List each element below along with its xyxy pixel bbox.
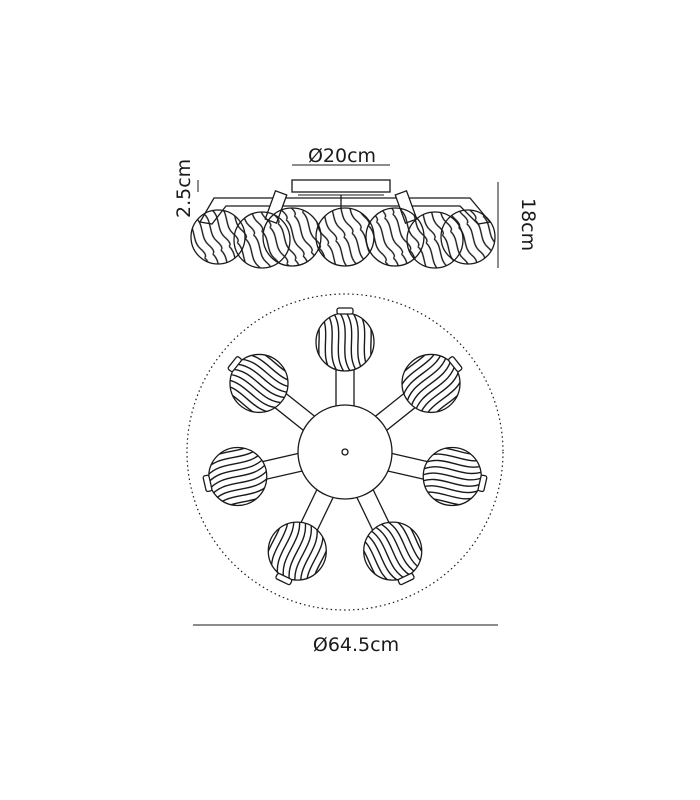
side-globe-1 <box>190 209 246 265</box>
canopy-diameter-label: Ø20cm <box>308 145 376 167</box>
plan-globe-swirl <box>363 522 422 581</box>
plan-globe-outline <box>401 353 461 414</box>
overall-diameter-circle <box>186 293 504 611</box>
plan-globe-cap <box>448 356 463 373</box>
canopy-side <box>291 179 391 193</box>
side-globe-6 <box>406 211 464 269</box>
plan-globe-cap <box>275 572 293 586</box>
side-globes <box>190 207 496 269</box>
side-globe-2 <box>233 211 291 269</box>
side-globe-7 <box>440 209 496 265</box>
plan-globe-cap <box>397 572 415 586</box>
plan-globe-cap <box>336 307 354 315</box>
plan-globe-outline <box>363 521 423 581</box>
plan-view: Ø64.5cm <box>186 293 504 656</box>
overall-height-label: 18cm <box>517 198 539 251</box>
canopy-depth-label: 2.5cm <box>173 159 195 218</box>
plan-globe-cap <box>202 474 213 493</box>
plan-globe-cap <box>227 356 242 373</box>
side-globe-4 <box>315 207 375 267</box>
plan-globe-outline <box>267 521 327 581</box>
side-globe-5 <box>365 207 425 267</box>
side-elevation-view: Ø20cm 2.5cm 18cm <box>173 145 539 269</box>
plan-globe-swirl <box>268 522 327 581</box>
plan-globe-outline <box>229 353 289 414</box>
center-screw <box>341 448 349 456</box>
plan-globe-cap <box>477 474 488 493</box>
side-globe-3 <box>262 207 322 267</box>
overall-diameter-label: Ø64.5cm <box>313 634 399 656</box>
